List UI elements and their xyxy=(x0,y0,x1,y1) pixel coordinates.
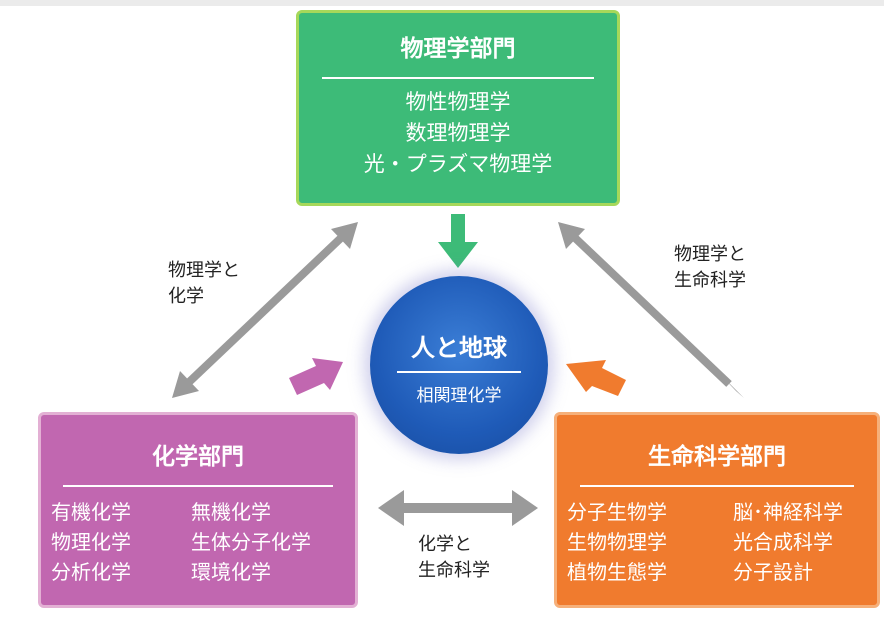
life-science-division-box: 生命科学部門 分子生物学 生物物理学 植物生態学 脳･神経科学 光合成科学 分子… xyxy=(554,412,880,608)
chemistry-life-double-arrow xyxy=(378,490,538,526)
life-science-column-left: 分子生物学 生物物理学 植物生態学 xyxy=(567,497,667,587)
top-band xyxy=(0,0,884,6)
life-science-field-grid: 分子生物学 生物物理学 植物生態学 脳･神経科学 光合成科学 分子設計 xyxy=(557,497,877,607)
chemistry-to-center-arrow xyxy=(289,358,343,395)
life-science-item: 光合成科学 xyxy=(733,530,833,554)
physics-item: 物性物理学 xyxy=(405,90,511,114)
life-science-item: 生物物理学 xyxy=(567,530,667,554)
chemistry-item: 生体分子化学 xyxy=(191,530,311,554)
chemistry-division-title: 化学部門 xyxy=(152,444,244,470)
physics-division-title: 物理学部門 xyxy=(400,36,516,62)
chemistry-item: 無機化学 xyxy=(191,500,271,524)
chemistry-column-right: 無機化学 生体分子化学 環境化学 xyxy=(191,497,311,587)
physics-divider xyxy=(322,77,594,79)
physics-chemistry-label-line: 化学 xyxy=(168,286,204,307)
center-circle: 人と地球 相関理化学 xyxy=(370,276,548,454)
life-science-divider xyxy=(580,485,854,487)
chemistry-field-grid: 有機化学 物理化学 分析化学 無機化学 生体分子化学 環境化学 xyxy=(41,497,355,607)
life-science-item: 植物生態学 xyxy=(567,560,667,584)
physics-division-box: 物理学部門 物性物理学 数理物理学 光・プラズマ物理学 xyxy=(296,10,620,206)
life-science-item: 分子設計 xyxy=(733,560,813,584)
physics-chemistry-label: 物理学と 化学 xyxy=(168,258,240,310)
chemistry-division-box: 化学部門 有機化学 物理化学 分析化学 無機化学 生体分子化学 環境化学 xyxy=(38,412,358,608)
physics-chemistry-double-arrow xyxy=(172,222,358,398)
chemistry-life-label: 化学と 生命科学 xyxy=(418,532,490,584)
life-science-column-right: 脳･神経科学 光合成科学 分子設計 xyxy=(733,497,843,587)
chemistry-divider xyxy=(63,485,333,487)
center-title: 人と地球 xyxy=(411,334,507,362)
chemistry-life-label-line: 化学と xyxy=(418,534,472,555)
life-to-center-arrow xyxy=(566,360,626,396)
chemistry-column-left: 有機化学 物理化学 分析化学 xyxy=(51,497,131,587)
physics-to-center-arrow xyxy=(438,214,478,268)
life-science-division-title: 生命科学部門 xyxy=(648,444,786,470)
physics-item: 数理物理学 xyxy=(405,121,511,145)
physics-life-double-arrow xyxy=(558,222,744,398)
center-divider xyxy=(397,371,521,373)
chemistry-item: 環境化学 xyxy=(191,560,271,584)
chemistry-item: 物理化学 xyxy=(51,530,131,554)
chemistry-item: 分析化学 xyxy=(51,560,131,584)
life-science-item: 分子生物学 xyxy=(567,500,667,524)
physics-life-label-line: 生命科学 xyxy=(674,270,746,291)
chemistry-item: 有機化学 xyxy=(51,500,131,524)
physics-life-label: 物理学と 生命科学 xyxy=(674,242,746,294)
chemistry-life-label-line: 生命科学 xyxy=(418,560,490,581)
physics-life-label-line: 物理学と xyxy=(674,244,746,265)
physics-item: 光・プラズマ物理学 xyxy=(363,152,553,176)
physics-chemistry-label-line: 物理学と xyxy=(168,260,240,281)
center-subtitle: 相関理化学 xyxy=(416,386,502,406)
life-science-item: 脳･神経科学 xyxy=(733,500,843,524)
